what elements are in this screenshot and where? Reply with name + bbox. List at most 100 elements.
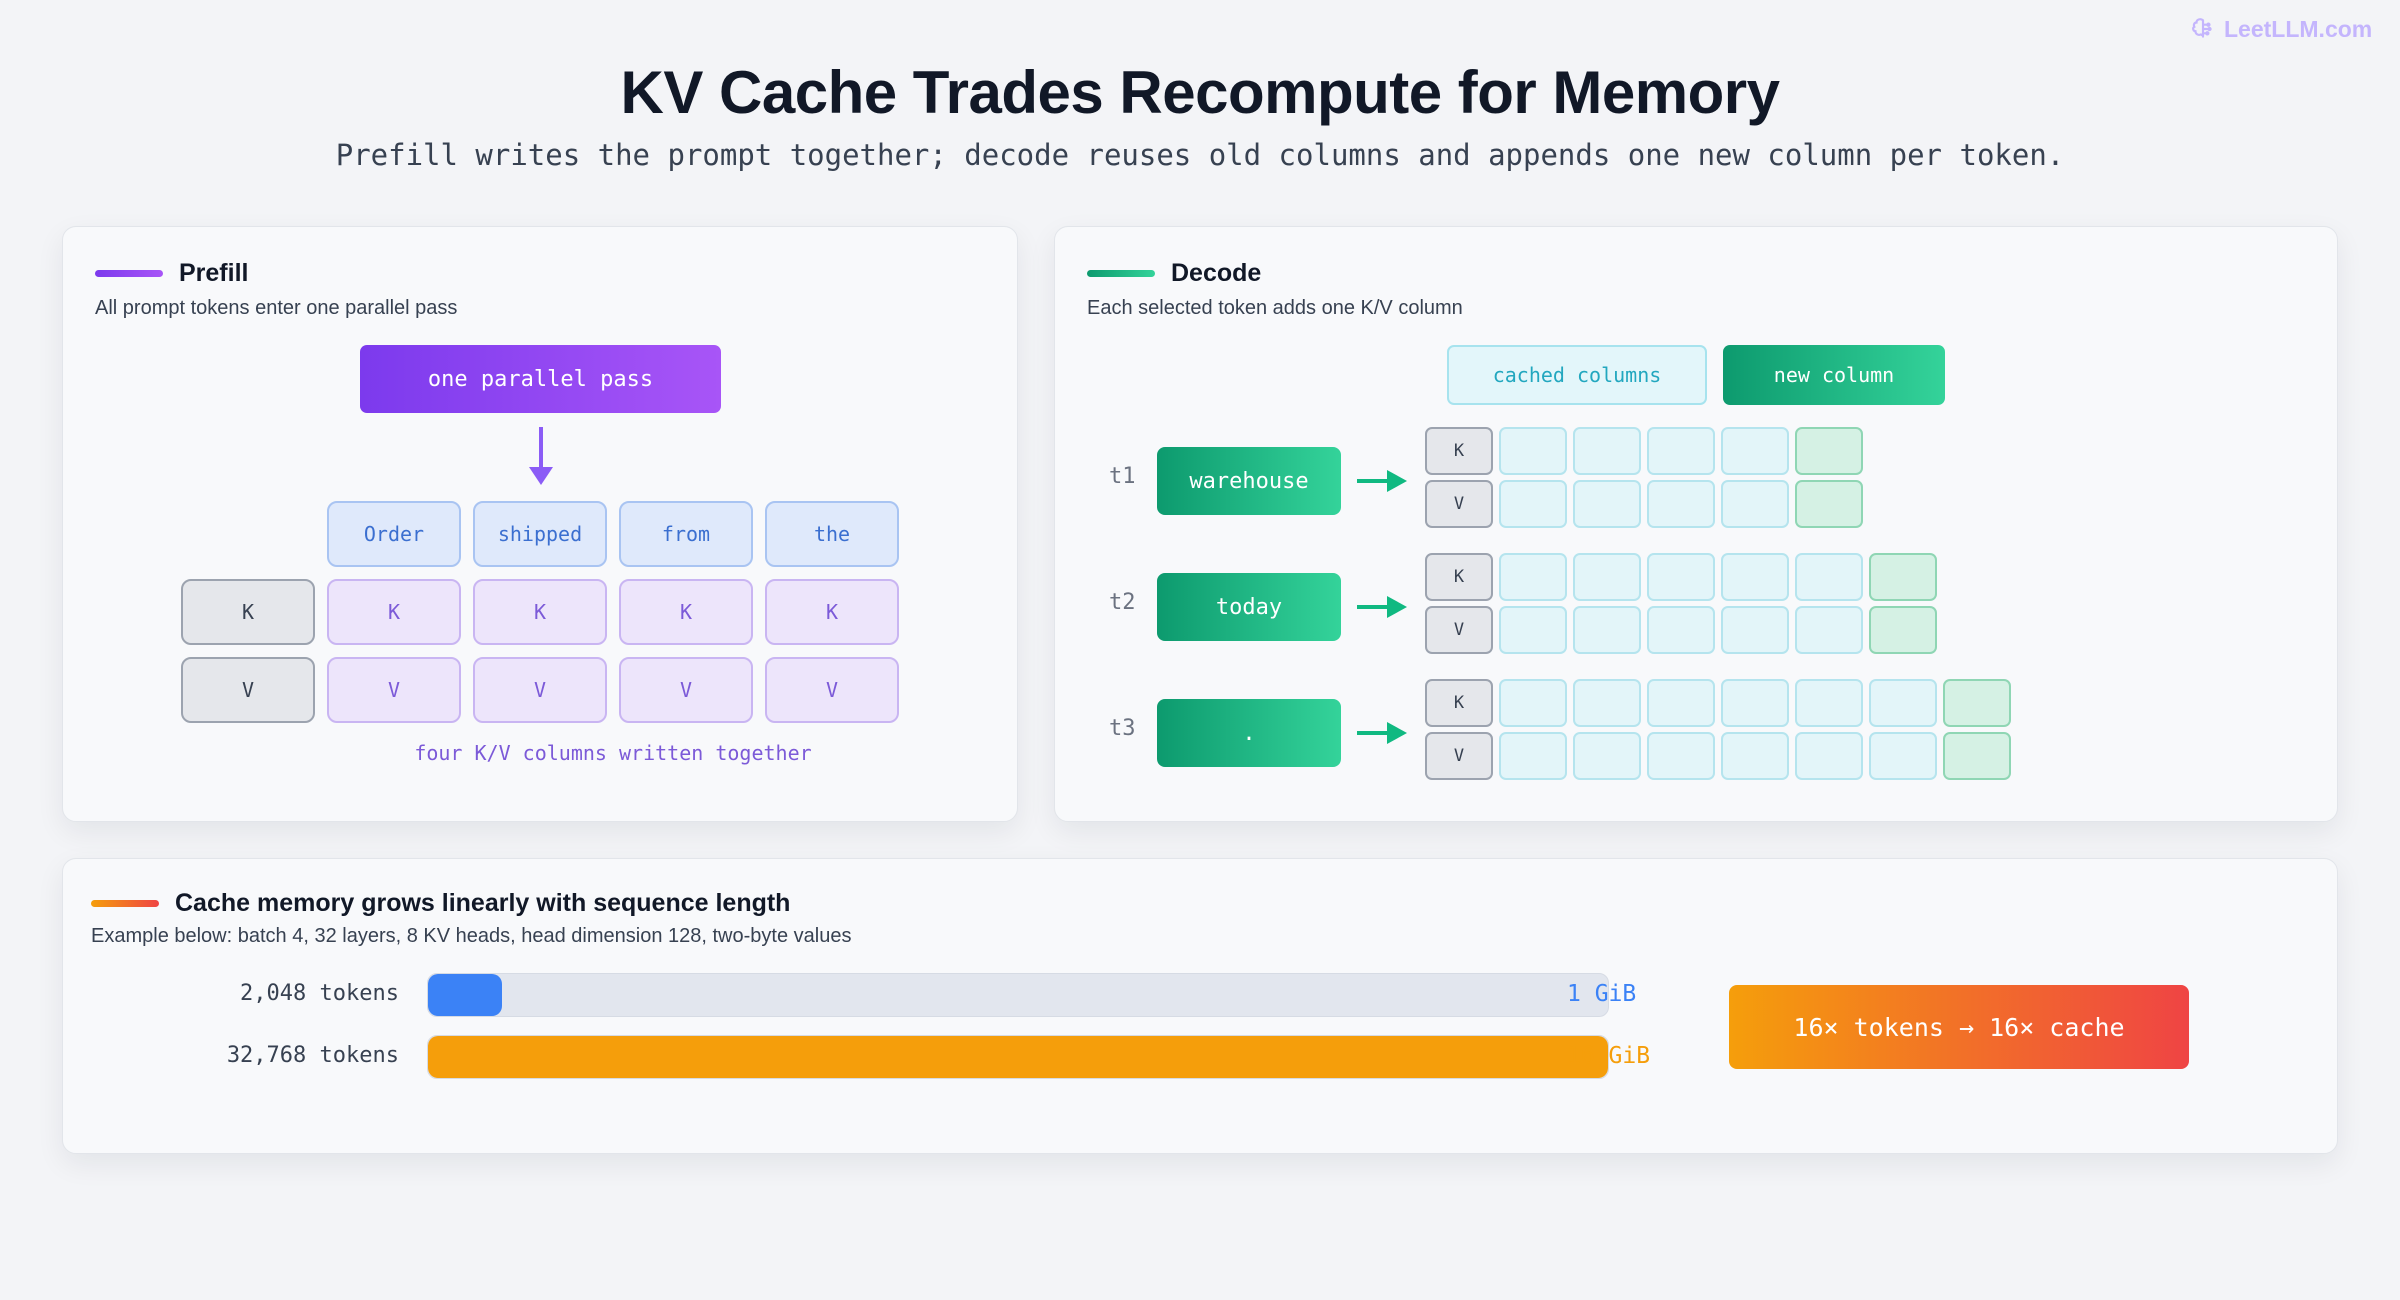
k-cell: K bbox=[619, 579, 753, 645]
cached-cell bbox=[1795, 732, 1863, 780]
parallel-pass-box: one parallel pass bbox=[360, 345, 721, 413]
prefill-caption: four K/V columns written together bbox=[414, 741, 812, 765]
k-row-label: K bbox=[1425, 679, 1493, 727]
decode-header: Decode bbox=[1087, 259, 1261, 288]
cached-cell bbox=[1573, 679, 1641, 727]
cached-cell bbox=[1647, 480, 1715, 528]
memory-accent-bar bbox=[91, 900, 159, 907]
cached-cell bbox=[1573, 427, 1641, 475]
prefill-accent-bar bbox=[95, 270, 163, 277]
legend-new-column: new column bbox=[1723, 345, 1945, 405]
memory-header: Cache memory grows linearly with sequenc… bbox=[91, 889, 790, 918]
cached-cell bbox=[1499, 553, 1567, 601]
legend-cached-columns: cached columns bbox=[1447, 345, 1707, 405]
bar-fill-32768 bbox=[428, 1036, 1608, 1078]
bar-value-2048: 1 GiB bbox=[1567, 981, 1637, 1007]
prefill-title: Prefill bbox=[179, 259, 249, 287]
v-row-label: V bbox=[1425, 480, 1493, 528]
new-cache-cell bbox=[1943, 679, 2011, 727]
prefill-subtitle: All prompt tokens enter one parallel pas… bbox=[95, 297, 458, 319]
token-order: Order bbox=[327, 501, 461, 567]
cached-cell bbox=[1721, 606, 1789, 654]
right-arrow-icon bbox=[1357, 722, 1407, 744]
v-cell: V bbox=[765, 657, 899, 723]
cached-cell bbox=[1721, 679, 1789, 727]
step-label-t2: t2 bbox=[1109, 590, 1136, 615]
cached-cell bbox=[1795, 553, 1863, 601]
page-title: KV Cache Trades Recompute for Memory bbox=[620, 59, 1780, 126]
cached-cell bbox=[1647, 606, 1715, 654]
prefill-header: Prefill bbox=[95, 259, 248, 288]
new-cache-cell bbox=[1869, 553, 1937, 601]
token-from: from bbox=[619, 501, 753, 567]
right-arrow-icon bbox=[1357, 596, 1407, 618]
decode-subtitle: Each selected token adds one K/V column bbox=[1087, 297, 1463, 319]
bar-label-2048: 2,048 tokens bbox=[240, 981, 399, 1006]
page-subtitle: Prefill writes the prompt together; deco… bbox=[335, 138, 2065, 172]
cached-cell bbox=[1499, 427, 1567, 475]
k-cell: K bbox=[327, 579, 461, 645]
cached-cell bbox=[1647, 679, 1715, 727]
bar-track-2048 bbox=[427, 973, 1609, 1017]
memory-subtitle: Example below: batch 4, 32 layers, 8 KV … bbox=[91, 925, 852, 947]
cached-cell bbox=[1499, 606, 1567, 654]
bar-track-32768 bbox=[427, 1035, 1609, 1079]
token-shipped: shipped bbox=[473, 501, 607, 567]
new-cache-cell bbox=[1795, 427, 1863, 475]
decode-accent-bar bbox=[1087, 270, 1155, 277]
scaling-callout: 16× tokens → 16× cache bbox=[1729, 985, 2189, 1069]
cached-cell bbox=[1647, 732, 1715, 780]
k-cell: K bbox=[765, 579, 899, 645]
new-cache-cell bbox=[1869, 606, 1937, 654]
cached-cell bbox=[1647, 553, 1715, 601]
cached-cell bbox=[1499, 732, 1567, 780]
decode-token-t1: warehouse bbox=[1157, 447, 1341, 515]
cached-cell bbox=[1721, 480, 1789, 528]
k-row-label: K bbox=[181, 579, 315, 645]
token-the: the bbox=[765, 501, 899, 567]
cached-cell bbox=[1573, 606, 1641, 654]
step-label-t1: t1 bbox=[1109, 464, 1136, 489]
cached-cell bbox=[1869, 732, 1937, 780]
cached-cell bbox=[1647, 427, 1715, 475]
step-label-t3: t3 bbox=[1109, 716, 1136, 741]
decode-token-t3: . bbox=[1157, 699, 1341, 767]
decode-title: Decode bbox=[1171, 259, 1262, 287]
cached-cell bbox=[1795, 679, 1863, 727]
right-arrow-icon bbox=[1357, 470, 1407, 492]
v-cell: V bbox=[473, 657, 607, 723]
cached-cell bbox=[1721, 732, 1789, 780]
cached-cell bbox=[1573, 553, 1641, 601]
v-row-label: V bbox=[181, 657, 315, 723]
v-row-label: V bbox=[1425, 732, 1493, 780]
cached-cell bbox=[1573, 480, 1641, 528]
memory-panel: Cache memory grows linearly with sequenc… bbox=[62, 858, 2338, 1154]
new-cache-cell bbox=[1943, 732, 2011, 780]
cached-cell bbox=[1499, 480, 1567, 528]
v-row-label: V bbox=[1425, 606, 1493, 654]
cached-cell bbox=[1721, 553, 1789, 601]
bar-label-32768: 32,768 tokens bbox=[226, 1043, 399, 1068]
down-arrow-icon bbox=[529, 427, 553, 485]
cached-cell bbox=[1869, 679, 1937, 727]
prefill-panel: Prefill All prompt tokens enter one para… bbox=[62, 226, 1018, 822]
brand-text: LeetLLM.com bbox=[2224, 15, 2373, 42]
bar-fill-2048 bbox=[428, 974, 502, 1016]
k-cell: K bbox=[473, 579, 607, 645]
decode-token-t2: today bbox=[1157, 573, 1341, 641]
new-cache-cell bbox=[1795, 480, 1863, 528]
memory-title: Cache memory grows linearly with sequenc… bbox=[175, 889, 791, 917]
decode-panel: Decode Each selected token adds one K/V … bbox=[1054, 226, 2338, 822]
brand-logo[interactable]: LeetLLM.com bbox=[2190, 14, 2372, 44]
v-cell: V bbox=[327, 657, 461, 723]
cached-cell bbox=[1573, 732, 1641, 780]
v-cell: V bbox=[619, 657, 753, 723]
bar-value-32768: 16 GiB bbox=[1567, 1043, 1651, 1069]
cached-cell bbox=[1795, 606, 1863, 654]
brain-icon bbox=[2192, 18, 2212, 38]
k-row-label: K bbox=[1425, 427, 1493, 475]
k-row-label: K bbox=[1425, 553, 1493, 601]
cached-cell bbox=[1499, 679, 1567, 727]
cached-cell bbox=[1721, 427, 1789, 475]
